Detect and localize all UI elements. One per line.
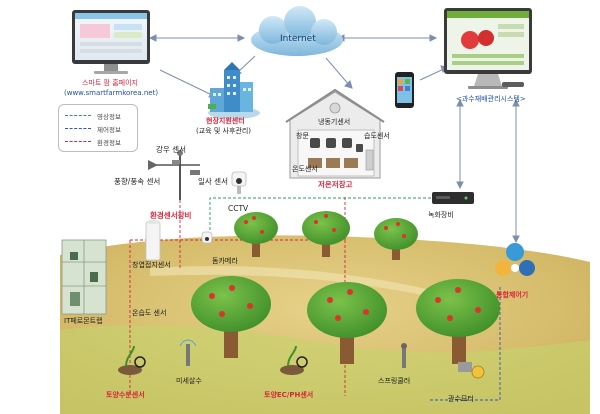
recorder-label: 녹화장비 (428, 211, 454, 219)
management-monitor (444, 8, 532, 89)
legend-box: 영상정보 제어정보 환경정보 (58, 104, 138, 152)
network-arrows (148, 34, 520, 244)
field-path (150, 266, 470, 306)
support-center-building (208, 62, 260, 119)
door-label: 창문 (296, 132, 309, 140)
soil-moisture-sensor-label: 토양수분센서 (106, 391, 145, 399)
internet-cloud (251, 6, 343, 56)
solar-sensor-label: 일사 센서 (198, 177, 228, 186)
integrated-controller (495, 243, 535, 276)
leaf-sensor-device (145, 220, 161, 261)
legend-item-environment: 환경정보 (65, 137, 135, 147)
temperature-sensor-label: 온도센서 (292, 165, 318, 173)
rain-sensor-label: 강우 센서 (156, 145, 186, 154)
apples (209, 214, 481, 321)
cctv-camera (231, 171, 247, 194)
soil-moisture-sensor (118, 345, 146, 375)
dome-camera-label: 돔카메라 (212, 257, 238, 265)
legend-swatch-environment (65, 141, 91, 142)
smartphone (395, 72, 414, 108)
homepage-title: 스마트 팜 홈페이지 (82, 79, 138, 87)
center-title: 현장지원센터 (206, 117, 245, 125)
legend-label-environment: 환경정보 (97, 139, 121, 147)
sprinkler-device (401, 343, 407, 368)
homepage-url: (www.smartfarmkorea.net) (64, 89, 159, 97)
dome-camera (201, 231, 213, 244)
freezer-sensor-label: 냉동기센서 (318, 118, 351, 126)
leaf-wet-sensor-label: 창엽접지센서 (132, 261, 171, 269)
mist-sprayer (179, 339, 197, 366)
cctv-label: CCTV (228, 204, 249, 213)
legend-swatch-video (65, 115, 91, 116)
mist-label: 미세살수 (176, 377, 202, 385)
legend-item-video: 영상정보 (65, 111, 135, 121)
mgmt-system-label: <과수재배관리시스템> (456, 95, 526, 103)
sprinkler-label: 스프링쿨러 (378, 377, 411, 385)
cold-storage-title: 저온저장고 (318, 180, 353, 189)
irrigation-motor-device (458, 362, 485, 379)
soil-ec-ph-sensor (280, 345, 308, 375)
center-sub: (교육 및 사후관리) (196, 127, 251, 135)
wind-sensor-label: 풍향/풍속 센서 (114, 177, 161, 186)
soil-ec-ph-sensor-label: 토양EC/PH센서 (264, 391, 314, 399)
legend-label-video: 영상정보 (97, 113, 121, 121)
legend-item-control: 제어정보 (65, 124, 135, 134)
irrigation-motor-label: 관수모터 (448, 395, 474, 403)
cold-storage-building (285, 88, 385, 179)
temp-humid-sensor-label: 온습도 센서 (132, 309, 167, 317)
field-grass (60, 325, 590, 414)
weather-station (148, 150, 200, 200)
homepage-monitor (72, 10, 150, 74)
internet-label: Internet (280, 34, 316, 44)
orchard-trees (191, 211, 500, 364)
control-lines (430, 285, 501, 401)
controller-label: 통합제어기 (496, 291, 529, 299)
legend-label-control: 제어정보 (97, 126, 121, 134)
it-pheromone-trap (61, 239, 107, 315)
legend-swatch-control (65, 128, 91, 129)
env-device-label: 환경센서장비 (150, 211, 192, 220)
humidity-sensor-label: 습도센서 (364, 132, 390, 140)
video-recorder (432, 192, 474, 204)
it-trap-label: IT페로몬트랩 (64, 317, 103, 325)
